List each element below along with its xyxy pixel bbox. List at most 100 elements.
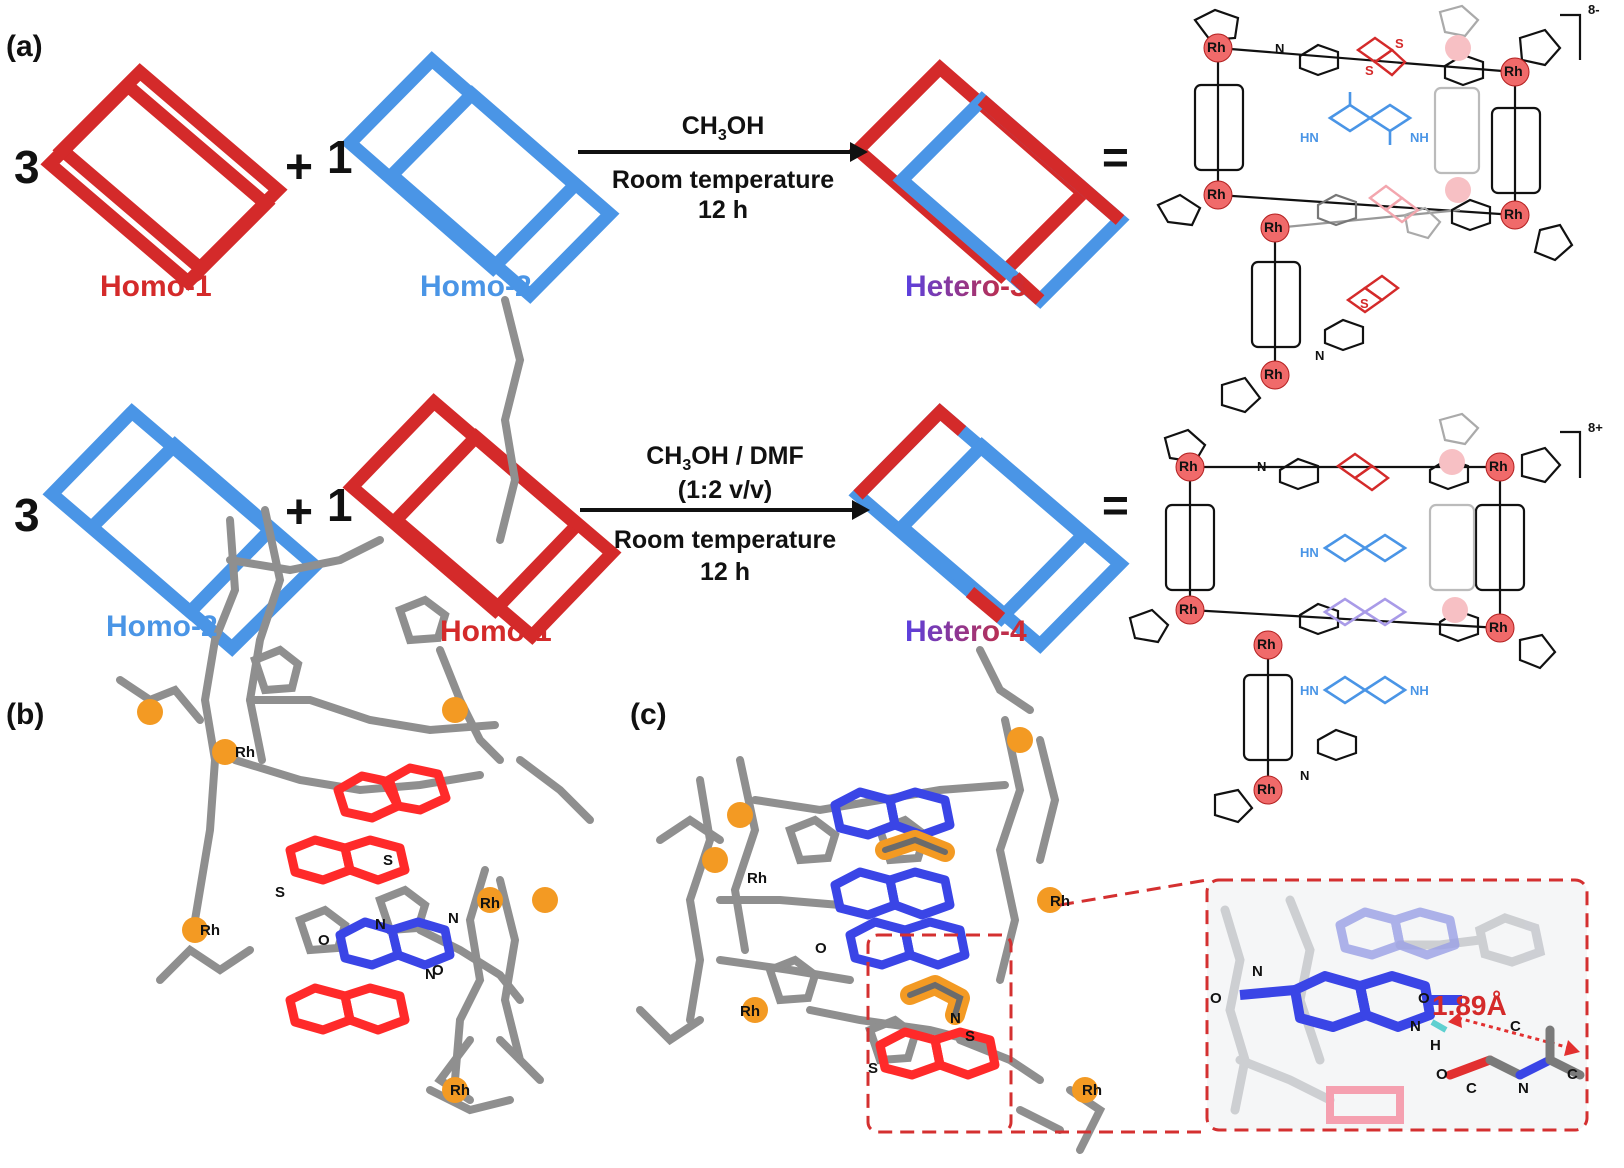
atom-label-n: N <box>950 1010 961 1027</box>
thienothiophene-linker-bottom <box>1345 274 1400 314</box>
structure-hetero-3 <box>1156 4 1582 414</box>
inset-atom-nh: N <box>1410 1018 1421 1035</box>
thienothiophene-linker-row2 <box>1335 452 1390 492</box>
blue-dpp-b <box>335 917 455 970</box>
thienothiophene-linker-top <box>1355 36 1407 77</box>
atom-label-o: O <box>432 962 444 979</box>
atom-label-s: S <box>1365 63 1374 78</box>
condition-temperature-row1: Room temperature <box>611 166 835 194</box>
atom-label-s: S <box>868 1060 879 1077</box>
atom-label-n: N <box>1257 459 1267 474</box>
atom-label-hn: HN <box>1300 130 1319 145</box>
homo-1-cartoon-row1 <box>40 63 288 291</box>
dpp-linker-row1 <box>1327 92 1413 145</box>
atom-label-s: S <box>965 1028 976 1045</box>
dpp-linker-row2-bottom <box>1322 675 1408 705</box>
zoom-selection-box <box>866 878 1208 1134</box>
rh-label: Rh <box>1257 781 1276 797</box>
atom-label-o: O <box>815 940 827 957</box>
atom-label-n: N <box>1275 41 1285 56</box>
atom-label-s: S <box>1395 36 1404 51</box>
structure-hetero-4 <box>1128 412 1582 824</box>
reaction-arrow-row1 <box>578 142 868 162</box>
atom-label-n: N <box>425 966 436 983</box>
dpp-linker-row2-top <box>1322 533 1408 563</box>
plus-sign-row2: + <box>285 486 314 539</box>
condition-ratio-row2: (1:2 v/v) <box>677 476 773 504</box>
atom-label-n: N <box>448 910 459 927</box>
atom-label-o: O <box>318 932 330 949</box>
rh-label: Rh <box>1489 619 1508 635</box>
panel-label-b: (b) <box>6 698 45 731</box>
inset-atom-c: C <box>1466 1080 1477 1097</box>
rh-label: Rh <box>1504 63 1523 79</box>
rh-label: Rh <box>1179 601 1198 617</box>
rh-label: Rh <box>1257 636 1276 652</box>
hydrogen-bond-distance: 1.89Å <box>1432 990 1507 1021</box>
orange-rh-b <box>137 697 558 1103</box>
coefficient-right-row1: 1 <box>327 131 353 183</box>
label-homo-1-row1: Homo-1 <box>100 270 212 303</box>
reaction-arrow-row2 <box>580 500 870 520</box>
thienothiophene-linker-faded <box>1368 184 1420 224</box>
inset-atom-n: N <box>1252 963 1263 980</box>
atom-label-rh: Rh <box>450 1082 470 1099</box>
condition-temperature-row2: Room temperature <box>613 526 837 554</box>
atom-label-n: N <box>375 916 386 933</box>
inset-atom-c: C <box>1510 1018 1521 1035</box>
atom-label-rh: Rh <box>740 1003 760 1020</box>
condition-time-row2: 12 h <box>699 558 751 586</box>
rh-label: Rh <box>1179 458 1198 474</box>
label-hetero-4: Hetero-4 <box>905 615 1027 648</box>
inset-atom-c: C <box>1567 1066 1578 1083</box>
atom-label-hn: HN <box>1300 683 1319 698</box>
inset-zoom-panel <box>1205 878 1589 1132</box>
atom-label-rh: Rh <box>1050 893 1070 910</box>
condition-time-row1: 12 h <box>697 196 749 224</box>
atom-label-rh: Rh <box>200 922 220 939</box>
dmf-guest-c <box>875 830 970 1025</box>
atom-label-s: S <box>1360 296 1369 311</box>
inset-atom-o: O <box>1436 1066 1448 1083</box>
dpp-linker-row2-middle <box>1322 597 1408 627</box>
label-homo-2-row1: Homo-2 <box>420 270 532 303</box>
coefficient-left-row2: 3 <box>14 489 40 541</box>
atom-label-hn: HN <box>1300 545 1319 560</box>
rh-label: Rh <box>1264 366 1283 382</box>
red-linker-c <box>875 1027 1000 1080</box>
rh-label: Rh <box>1504 206 1523 222</box>
atom-label-rh: Rh <box>235 744 255 761</box>
condition-solvent-row1: CH3OH <box>681 112 765 144</box>
coefficient-right-row2: 1 <box>327 479 353 531</box>
atom-label-rh: Rh <box>747 870 767 887</box>
red-linkers-b <box>285 763 451 1035</box>
rh-label: Rh <box>1489 458 1508 474</box>
inset-atom-o: O <box>1210 990 1222 1007</box>
atom-label-nh: NH <box>1410 130 1429 145</box>
label-homo-2-row2: Homo-2 <box>106 610 218 643</box>
atom-label-s: S <box>383 852 394 869</box>
label-homo-1-row2: Homo-1 <box>440 615 552 648</box>
equals-sign-row2: = <box>1102 479 1129 531</box>
hetero-3-cartoon <box>848 59 1130 309</box>
rh-label: Rh <box>1207 186 1226 202</box>
homo-1-cartoon-row2 <box>342 393 622 645</box>
atom-label-rh: Rh <box>1082 1082 1102 1099</box>
coefficient-left-row1: 3 <box>14 141 40 193</box>
orange-rh-c <box>702 727 1098 1103</box>
homo-2-cartoon-row1 <box>340 51 620 304</box>
inset-atom-o2: O <box>1418 990 1430 1007</box>
condition-solvent-row2: CH3OH / DMF <box>646 442 804 474</box>
rh-atom-markers <box>1175 33 1530 805</box>
atom-label-s: S <box>275 884 286 901</box>
atom-label-n: N <box>1315 348 1325 363</box>
atom-label-nh: NH <box>1410 683 1429 698</box>
label-hetero-3: Hetero-3 <box>905 270 1027 303</box>
panel-label-c: (c) <box>630 698 667 731</box>
atom-label-rh: Rh <box>480 895 500 912</box>
atom-label-n: N <box>1300 768 1310 783</box>
blue-dpp-c <box>830 787 970 970</box>
inset-atom-n: N <box>1518 1080 1529 1097</box>
inset-atom-h: H <box>1430 1037 1441 1054</box>
